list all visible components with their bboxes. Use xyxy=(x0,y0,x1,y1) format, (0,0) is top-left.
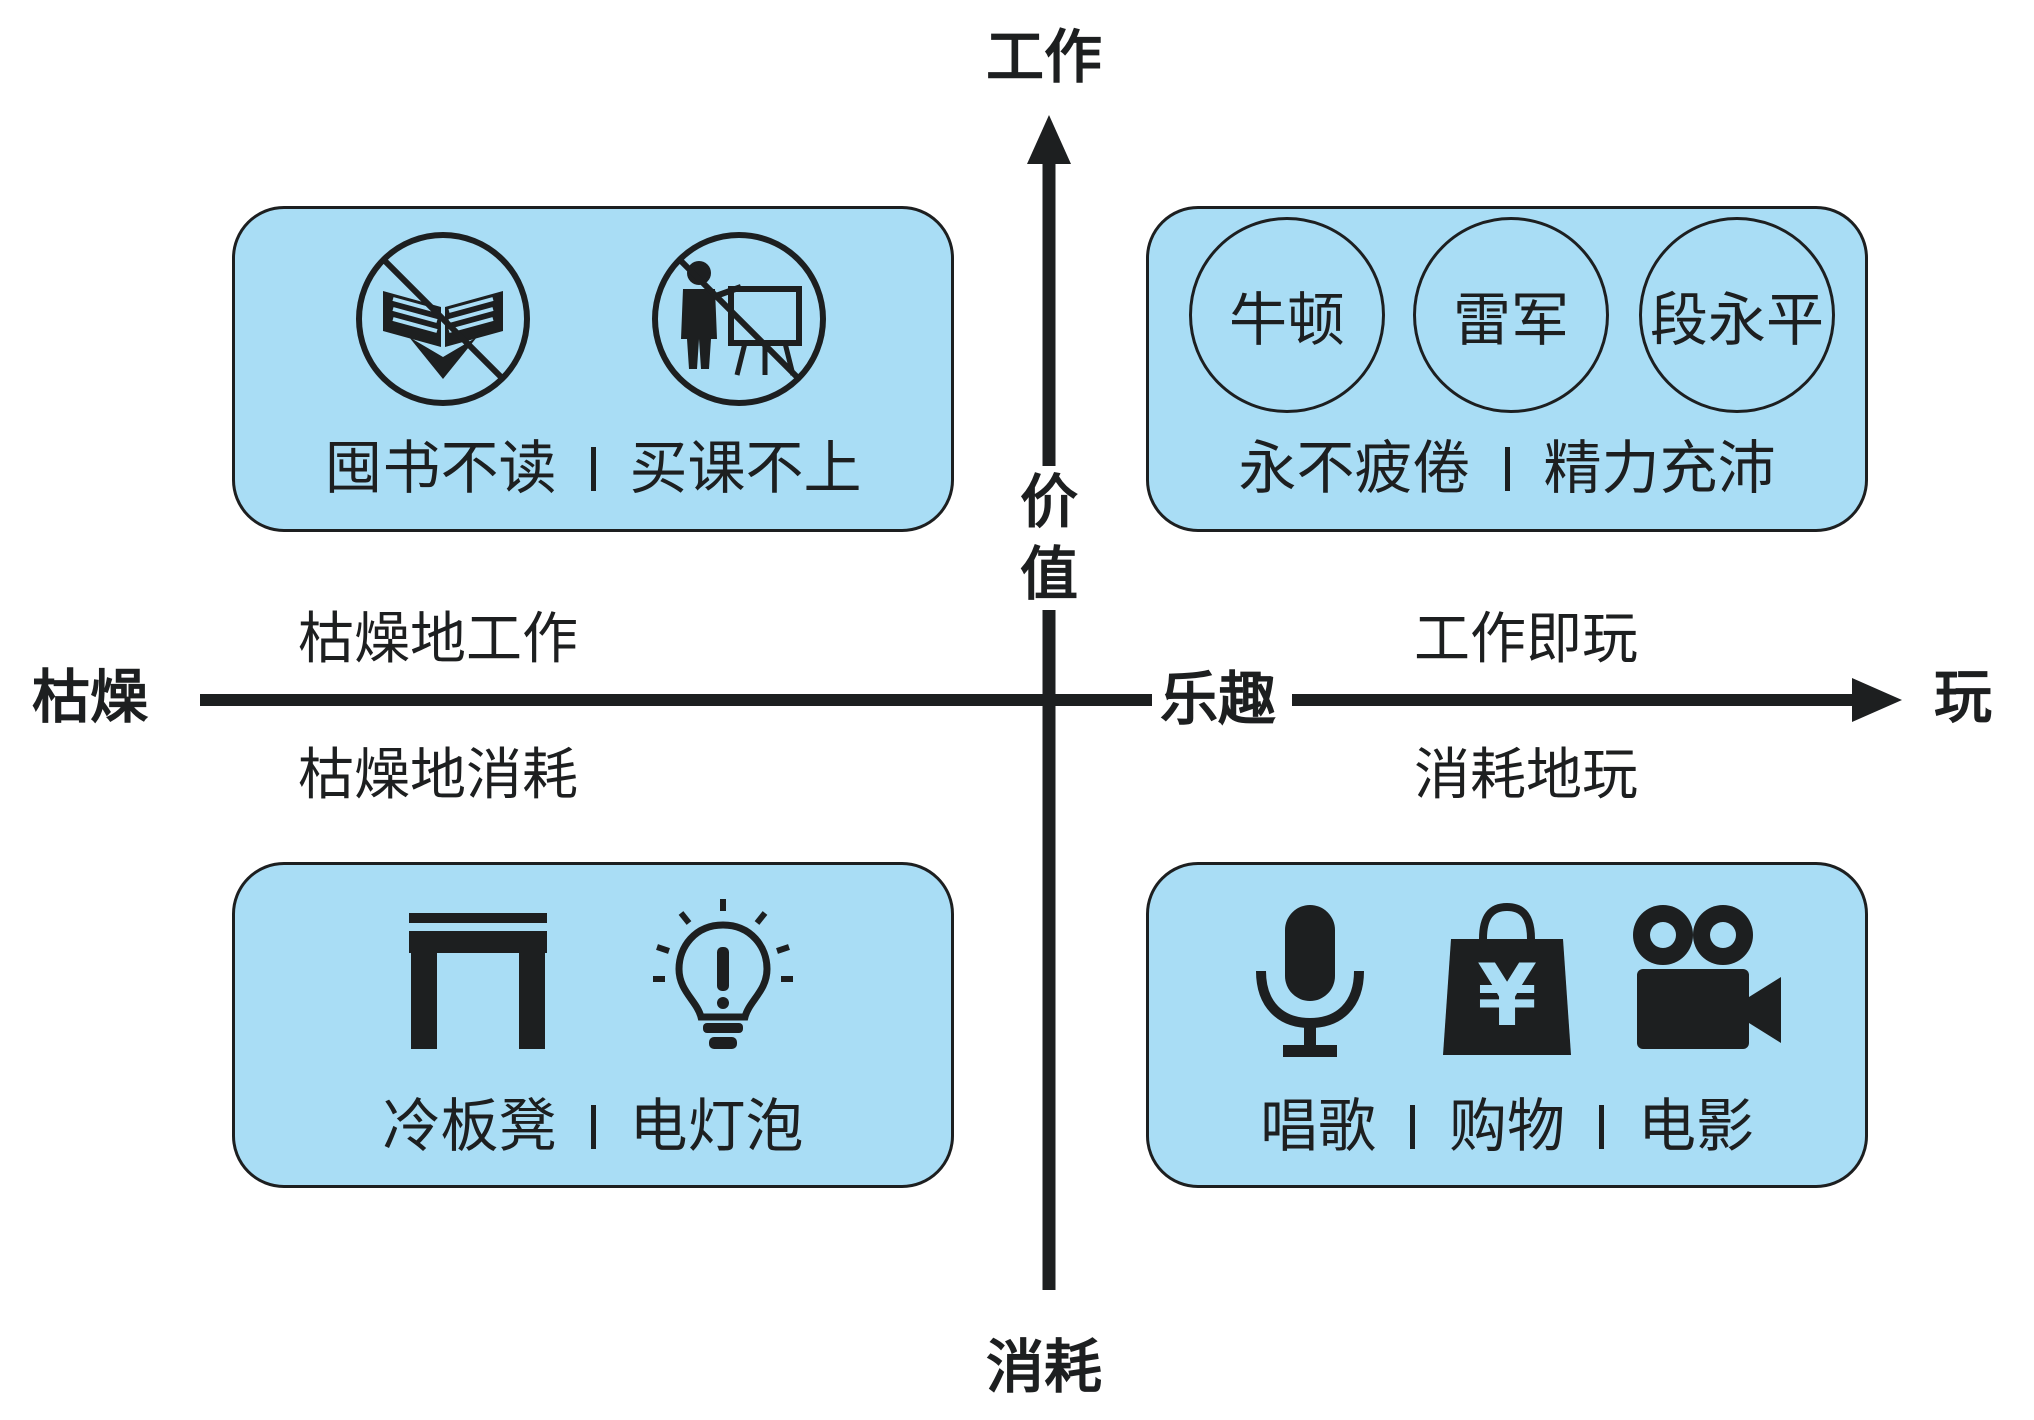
vertical-axis-name: 价 值 xyxy=(1014,466,1084,610)
quadrant-label-top-left: 枯燥地工作 xyxy=(298,607,578,672)
no-lecture-presenter-icon xyxy=(652,232,826,406)
shopping-bag-icon: ¥ xyxy=(1443,902,1571,1055)
box-bottom-right-caption: 唱歌购物电影 xyxy=(1149,1097,1865,1155)
microphone-icon xyxy=(1256,905,1364,1057)
axis-right-label: 玩 xyxy=(1934,663,1993,731)
caption-separator xyxy=(1504,446,1510,491)
person-circle-leijun: 雷军 xyxy=(1413,217,1609,413)
axis-left-label: 枯燥 xyxy=(32,663,149,731)
caption-singing: 唱歌 xyxy=(1259,1092,1376,1160)
box-bottom-left-caption: 冷板凳电灯泡 xyxy=(235,1097,951,1155)
vertical-axis-name-char-2: 值 xyxy=(1019,540,1078,608)
box-bottom-right: ¥ 唱歌购物电影 xyxy=(1146,862,1868,1188)
quadrant-label-bottom-right: 消耗地玩 xyxy=(1414,743,1638,808)
box-top-left-caption: 囤书不读买课不上 xyxy=(235,439,951,497)
box-top-left: 囤书不读 买课不上 xyxy=(232,206,954,532)
caption-separator xyxy=(1599,1104,1604,1149)
no-reading-book-icon xyxy=(356,232,530,406)
vertical-axis-arrowhead xyxy=(1027,115,1071,164)
caption-hoard-books: 囤书不读 xyxy=(324,434,557,502)
quadrant-label-bottom-left: 枯燥地消耗 xyxy=(298,743,578,808)
box-top-right: 牛顿 雷军 段永平 永不疲倦精力充沛 xyxy=(1146,206,1868,532)
axis-top-label: 工作 xyxy=(986,23,1103,91)
vertical-axis-name-char-1: 价 xyxy=(1019,468,1078,536)
caption-skip-courses: 买课不上 xyxy=(629,434,862,502)
caption-cold-bench: 冷板凳 xyxy=(382,1092,557,1160)
horizontal-axis-arrowhead xyxy=(1852,678,1902,722)
caption-third-wheel: 电灯泡 xyxy=(629,1092,804,1160)
caption-separator xyxy=(1409,1104,1415,1149)
caption-shopping: 购物 xyxy=(1448,1092,1565,1160)
caption-energetic: 精力充沛 xyxy=(1543,434,1776,502)
caption-movies: 电影 xyxy=(1638,1092,1755,1160)
movie-camera-icon xyxy=(1633,905,1781,1049)
person-circle-newton: 牛顿 xyxy=(1189,217,1385,413)
bench-icon xyxy=(409,913,547,1049)
lightbulb-icon xyxy=(653,899,793,1049)
axis-bottom-label: 消耗 xyxy=(986,1333,1103,1401)
horizontal-axis-name: 乐趣 xyxy=(1160,665,1277,733)
box-top-right-caption: 永不疲倦精力充沛 xyxy=(1149,439,1865,497)
person-circle-duanyongping: 段永平 xyxy=(1639,217,1835,413)
caption-never-tired: 永不疲倦 xyxy=(1238,434,1471,502)
caption-separator xyxy=(590,446,596,491)
box-bottom-left: 冷板凳 电灯泡 xyxy=(232,862,954,1188)
yuan-symbol: ¥ xyxy=(1477,946,1537,1046)
caption-separator xyxy=(590,1104,596,1149)
quadrant-label-top-right: 工作即玩 xyxy=(1414,607,1638,672)
